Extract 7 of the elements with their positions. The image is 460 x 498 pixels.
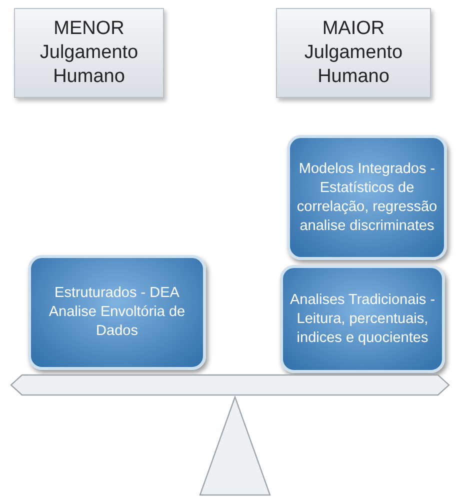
heading-box: MENOR Julgamento Humano <box>14 8 164 98</box>
category-box: Analises Tradicionais - Leitura, percentuais, indices e quocientes <box>280 265 445 373</box>
balance-beam <box>10 374 450 396</box>
heading-box: MAIOR Julgamento Humano <box>276 8 431 98</box>
category-box: Estruturados - DEA Analise Envoltória de Dados <box>28 255 206 370</box>
category-box: Modelos Integrados - Estatísticos de correlação, regressão analise discriminates <box>287 135 447 260</box>
fulcrum-triangle <box>199 396 271 496</box>
